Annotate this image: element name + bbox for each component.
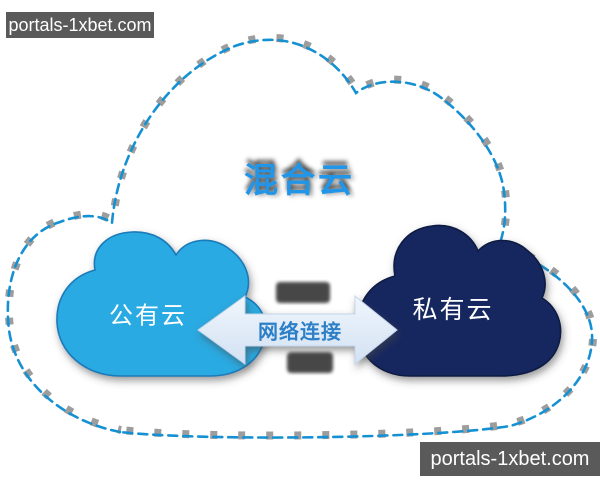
connection-label: 网络连接 xyxy=(258,319,342,344)
watermark-top-left: portals-1xbet.com xyxy=(6,12,154,38)
shadow-artifact-bottom xyxy=(287,352,333,373)
private-cloud-label: 私有云 xyxy=(412,295,494,324)
public-cloud-label: 公有云 xyxy=(109,301,187,330)
hybrid-cloud-outline xyxy=(6,38,594,439)
connection-arrow xyxy=(197,294,398,366)
diagram-title: 混合云 xyxy=(243,161,355,201)
shadow-artifact-top xyxy=(276,282,330,303)
watermark-bottom-right: portals-1xbet.com xyxy=(420,442,600,476)
hybrid-cloud-outline-shadow xyxy=(4,33,598,440)
